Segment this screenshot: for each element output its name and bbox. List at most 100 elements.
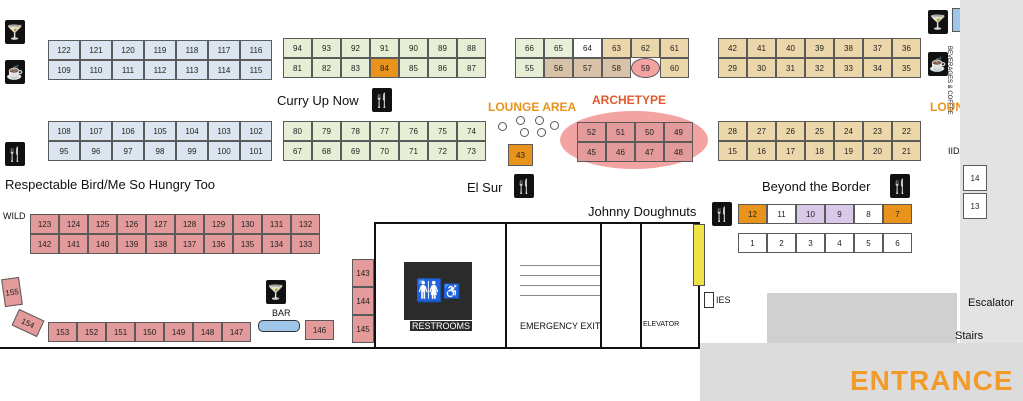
booth-57[interactable]: 57 [573,58,602,78]
booth-60[interactable]: 60 [660,58,689,78]
booth-13[interactable]: 13 [963,193,987,219]
booth-129[interactable]: 129 [204,214,233,234]
booth-78[interactable]: 78 [341,121,370,141]
booth-121[interactable]: 121 [80,40,112,60]
booth-77[interactable]: 77 [370,121,399,141]
booth-9[interactable]: 9 [825,204,854,224]
booth-29[interactable]: 29 [718,58,747,78]
booth-63[interactable]: 63 [602,38,631,58]
booth-146[interactable]: 146 [305,320,334,340]
booth-2[interactable]: 2 [767,233,796,253]
booth-88[interactable]: 88 [457,38,486,58]
booth-115[interactable]: 115 [240,60,272,80]
booth-122[interactable]: 122 [48,40,80,60]
booth-73[interactable]: 73 [457,141,486,161]
booth-46[interactable]: 46 [606,142,635,162]
booth-143[interactable]: 143 [352,259,374,287]
booth-95[interactable]: 95 [48,141,80,161]
booth-12[interactable]: 12 [738,204,767,224]
booth-19[interactable]: 19 [834,141,863,161]
booth-38[interactable]: 38 [834,38,863,58]
booth-127[interactable]: 127 [146,214,175,234]
booth-75[interactable]: 75 [428,121,457,141]
booth-76[interactable]: 76 [399,121,428,141]
booth-94[interactable]: 94 [283,38,312,58]
booth-145[interactable]: 145 [352,315,374,343]
booth-119[interactable]: 119 [144,40,176,60]
booth-22[interactable]: 22 [892,121,921,141]
booth-40[interactable]: 40 [776,38,805,58]
booth-82[interactable]: 82 [312,58,341,78]
booth-140[interactable]: 140 [88,234,117,254]
booth-67[interactable]: 67 [283,141,312,161]
booth-6[interactable]: 6 [883,233,912,253]
booth-151[interactable]: 151 [106,322,135,342]
booth-79[interactable]: 79 [312,121,341,141]
booth-104[interactable]: 104 [176,121,208,141]
booth-99[interactable]: 99 [176,141,208,161]
booth-90[interactable]: 90 [399,38,428,58]
booth-107[interactable]: 107 [80,121,112,141]
booth-71[interactable]: 71 [399,141,428,161]
booth-155[interactable]: 155 [1,276,23,308]
booth-51[interactable]: 51 [606,122,635,142]
booth-96[interactable]: 96 [80,141,112,161]
booth-26[interactable]: 26 [776,121,805,141]
booth-136[interactable]: 136 [204,234,233,254]
booth-134[interactable]: 134 [262,234,291,254]
booth-49[interactable]: 49 [664,122,693,142]
booth-23[interactable]: 23 [863,121,892,141]
booth-110[interactable]: 110 [80,60,112,80]
booth-86[interactable]: 86 [428,58,457,78]
booth-4[interactable]: 4 [825,233,854,253]
booth-141[interactable]: 141 [59,234,88,254]
booth-72[interactable]: 72 [428,141,457,161]
booth-5[interactable]: 5 [854,233,883,253]
booth-85[interactable]: 85 [399,58,428,78]
booth-132[interactable]: 132 [291,214,320,234]
booth-133[interactable]: 133 [291,234,320,254]
booth-153[interactable]: 153 [48,322,77,342]
booth-92[interactable]: 92 [341,38,370,58]
booth-17[interactable]: 17 [776,141,805,161]
booth-118[interactable]: 118 [176,40,208,60]
booth-48[interactable]: 48 [664,142,693,162]
booth-150[interactable]: 150 [135,322,164,342]
booth-123[interactable]: 123 [30,214,59,234]
booth-149[interactable]: 149 [164,322,193,342]
booth-65[interactable]: 65 [544,38,573,58]
booth-35[interactable]: 35 [892,58,921,78]
booth-89[interactable]: 89 [428,38,457,58]
booth-109[interactable]: 109 [48,60,80,80]
booth-152[interactable]: 152 [77,322,106,342]
booth-108[interactable]: 108 [48,121,80,141]
booth-66[interactable]: 66 [515,38,544,58]
booth-70[interactable]: 70 [370,141,399,161]
booth-27[interactable]: 27 [747,121,776,141]
booth-105[interactable]: 105 [144,121,176,141]
booth-147[interactable]: 147 [222,322,251,342]
booth-148[interactable]: 148 [193,322,222,342]
booth-74[interactable]: 74 [457,121,486,141]
booth-81[interactable]: 81 [283,58,312,78]
booth-43[interactable]: 43 [508,144,533,166]
booth-14[interactable]: 14 [963,165,987,191]
booth-130[interactable]: 130 [233,214,262,234]
booth-106[interactable]: 106 [112,121,144,141]
booth-36[interactable]: 36 [892,38,921,58]
booth-100[interactable]: 100 [208,141,240,161]
booth-120[interactable]: 120 [112,40,144,60]
booth-18[interactable]: 18 [805,141,834,161]
booth-87[interactable]: 87 [457,58,486,78]
booth-8[interactable]: 8 [854,204,883,224]
booth-83[interactable]: 83 [341,58,370,78]
booth-93[interactable]: 93 [312,38,341,58]
booth-126[interactable]: 126 [117,214,146,234]
booth-124[interactable]: 124 [59,214,88,234]
booth-62[interactable]: 62 [631,38,660,58]
booth-20[interactable]: 20 [863,141,892,161]
booth-42[interactable]: 42 [718,38,747,58]
booth-15[interactable]: 15 [718,141,747,161]
booth-47[interactable]: 47 [635,142,664,162]
booth-59[interactable]: 59 [631,58,660,78]
